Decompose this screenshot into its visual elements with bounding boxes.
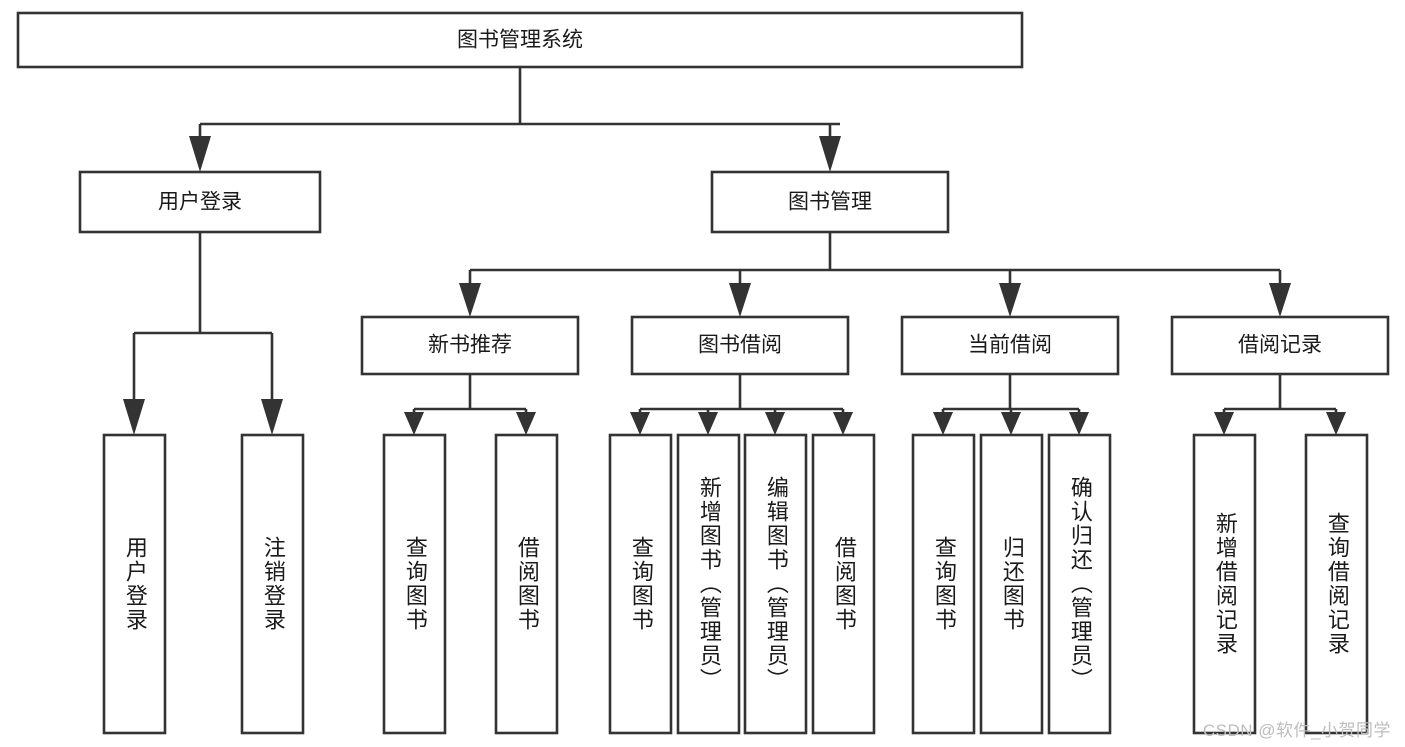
arrowhead-leaf-query-book-3: [933, 412, 953, 435]
node-user-login-box[interactable]: [78, 170, 322, 234]
arrowhead-leaf-logout-login: [261, 399, 283, 435]
node-new-book-recommend-label: 新书推荐: [428, 334, 512, 357]
arrowhead-user-login: [189, 136, 211, 172]
arrowhead-leaf-borrow-book-1: [516, 412, 536, 435]
node-book-manage[interactable]: 图书管理: [710, 170, 950, 234]
node-current-borrow-label: 当前借阅: [968, 334, 1052, 357]
arrowhead-leaf-add-record: [1214, 412, 1234, 435]
leaf-box-return-book[interactable]: [979, 433, 1044, 735]
node-book-manage-box[interactable]: [710, 170, 950, 234]
leaf-box-add-book[interactable]: [676, 433, 741, 735]
node-book-manage-label: 图书管理: [788, 191, 872, 214]
arrowhead-leaf-borrow-book-2: [833, 412, 853, 435]
node-current-borrow-box[interactable]: [900, 315, 1120, 376]
leaf-box-logout-login[interactable]: [240, 433, 305, 735]
node-new-book-recommend[interactable]: 新书推荐: [360, 315, 580, 376]
node-book-borrow-label: 图书借阅: [698, 334, 782, 357]
arrowhead-leaf-edit-book: [765, 412, 785, 435]
arrowhead-leaf-add-book: [698, 412, 718, 435]
arrowhead-leaf-user-login: [123, 399, 145, 435]
leaf-box-query-book-3[interactable]: [911, 433, 976, 735]
node-new-book-recommend-box[interactable]: [360, 315, 580, 376]
arrowhead-leaf-return-book: [1001, 412, 1021, 435]
arrowhead-new-book-recommend: [459, 283, 481, 317]
csdn-watermark: CSDN @软件_小贺同学: [1202, 721, 1391, 740]
node-current-borrow[interactable]: 当前借阅: [900, 315, 1120, 376]
leaf-box-query-book-2[interactable]: [608, 433, 673, 735]
leaf-box-borrow-book-2[interactable]: [811, 433, 876, 735]
leaf-box-confirm-return[interactable]: [1047, 433, 1112, 735]
node-borrow-record-label: 借阅记录: [1238, 334, 1322, 357]
node-borrow-record-box[interactable]: [1170, 315, 1390, 376]
arrowhead-leaf-query-book-1: [404, 412, 424, 435]
node-user-login[interactable]: 用户登录: [78, 170, 322, 234]
node-user-login-label: 用户登录: [158, 191, 242, 214]
arrowhead-current-borrow: [999, 283, 1021, 317]
node-root[interactable]: 图书管理系统: [16, 11, 1024, 69]
node-borrow-record[interactable]: 借阅记录: [1170, 315, 1390, 376]
node-book-borrow-box[interactable]: [630, 315, 850, 376]
leaf-box-add-record[interactable]: [1192, 433, 1257, 735]
node-book-borrow[interactable]: 图书借阅: [630, 315, 850, 376]
arrowhead-leaf-confirm-return: [1069, 412, 1089, 435]
arrowhead-leaf-query-book-2: [630, 412, 650, 435]
arrowhead-leaf-query-record: [1326, 412, 1346, 435]
leaf-box-borrow-book-1[interactable]: [494, 433, 559, 735]
node-root-label: 图书管理系统: [457, 29, 583, 52]
leaf-box-query-book-1[interactable]: [382, 433, 447, 735]
node-root-box[interactable]: [16, 11, 1024, 69]
arrowhead-book-borrow: [729, 283, 751, 317]
arrowhead-book-manage: [819, 136, 841, 172]
leaf-box-query-record[interactable]: [1304, 433, 1369, 735]
arrowhead-borrow-record: [1269, 283, 1291, 317]
leaf-box-edit-book[interactable]: [743, 433, 808, 735]
leaf-box-user-login[interactable]: [102, 433, 167, 735]
